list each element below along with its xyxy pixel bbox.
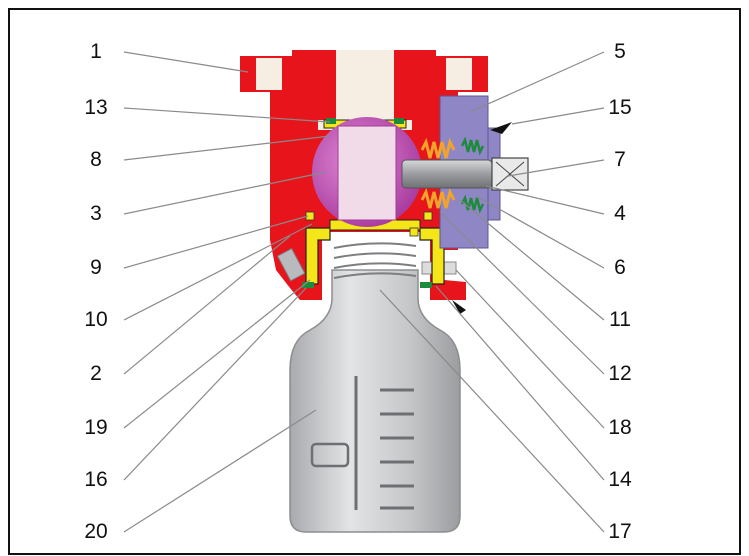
bottle-label-window: [310, 442, 350, 468]
bottle-body: [289, 269, 461, 533]
green-springs: [460, 136, 485, 214]
callout-1: 1: [90, 40, 102, 63]
callout-4: 4: [614, 202, 626, 225]
bottle-thread: [333, 242, 417, 279]
callout-15: 15: [608, 96, 631, 119]
springs: [420, 137, 456, 209]
callout-13: 13: [84, 96, 107, 119]
callout-7: 7: [614, 148, 626, 171]
callout-20: 20: [84, 520, 107, 543]
callout-8: 8: [90, 148, 102, 171]
callout-3: 3: [90, 202, 102, 225]
callout-6: 6: [614, 256, 626, 279]
bore: [336, 50, 394, 120]
arrow-15: [490, 122, 512, 134]
seals: [302, 118, 432, 288]
callout-19: 19: [84, 416, 107, 439]
bottle: [289, 242, 461, 533]
bottle-graduations: [354, 376, 414, 510]
arrow-14: [452, 300, 466, 314]
left-callouts: 1 13 8 3 9 10 2 19 16 20: [84, 40, 107, 543]
callout-11: 11: [609, 308, 631, 331]
callout-17: 17: [608, 520, 631, 543]
callout-18: 18: [608, 416, 631, 439]
callout-9: 9: [90, 256, 102, 279]
arrows: [452, 122, 512, 314]
callout-2: 2: [90, 362, 102, 385]
ball: [312, 117, 422, 227]
right-callouts: 5 15 7 4 6 11 12 18 14 17: [608, 40, 632, 543]
callout-5: 5: [614, 40, 626, 63]
markers: [305, 211, 433, 237]
callout-10: 10: [84, 308, 107, 331]
callout-12: 12: [608, 362, 631, 385]
figure-frame: [8, 8, 741, 555]
leader-lines: [123, 51, 605, 533]
stem: [401, 157, 529, 191]
callout-16: 16: [84, 468, 107, 491]
callout-14: 14: [608, 468, 632, 491]
